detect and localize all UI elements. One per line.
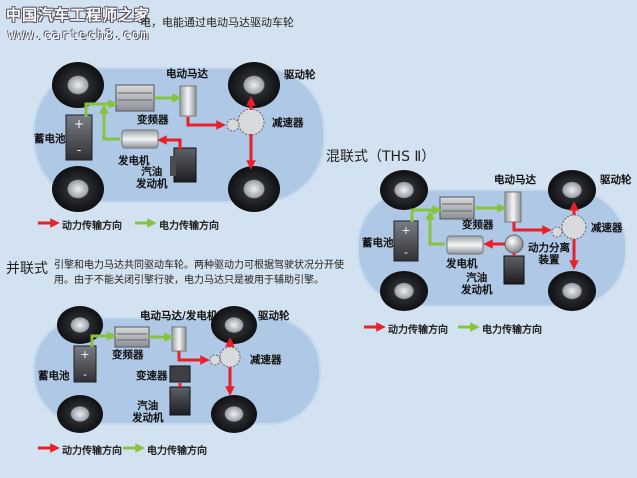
wheel-rear-left bbox=[380, 271, 428, 311]
legend-electric-direction: 电力传输方向 bbox=[482, 325, 542, 336]
drive-wheel-right-top bbox=[211, 306, 257, 344]
wheel-front-left bbox=[57, 306, 103, 344]
label-gasoline-engine: 汽油 发动机 bbox=[136, 166, 168, 190]
transmission bbox=[169, 365, 191, 383]
electric-flow bbox=[90, 331, 174, 347]
series-parallel-heading: 混联式（THS Ⅱ） bbox=[326, 149, 436, 165]
wheel-rear-left bbox=[57, 395, 103, 433]
legend-power-direction: 动力传输方向 bbox=[388, 325, 448, 336]
label-drive-wheel: 驱动轮 bbox=[284, 69, 316, 81]
drive-wheel-right-bottom bbox=[548, 271, 596, 311]
power-flow bbox=[483, 201, 579, 270]
electric-motor bbox=[179, 85, 197, 117]
wheel-rear-left bbox=[52, 166, 104, 212]
svg-text:-: - bbox=[404, 246, 408, 259]
legend-power-direction: 动力传输方向 bbox=[62, 221, 122, 232]
label-reducer: 减速器 bbox=[250, 354, 282, 366]
power-split-device bbox=[504, 234, 524, 254]
svg-text:+: + bbox=[401, 224, 410, 237]
label-generator: 发电机 bbox=[446, 258, 478, 270]
label-reducer: 减速器 bbox=[272, 117, 304, 129]
label-transmission: 变速器 bbox=[136, 370, 168, 382]
label-inverter: 变频器 bbox=[112, 349, 144, 361]
power-flow bbox=[177, 337, 235, 396]
inverter bbox=[439, 196, 475, 220]
drive-wheel-right-bottom bbox=[228, 166, 280, 212]
label-drive-wheel: 驱动轮 bbox=[258, 310, 290, 322]
label-drive-wheel: 驱动轮 bbox=[600, 174, 632, 186]
electric-flow bbox=[84, 93, 182, 141]
label-power-split-device: 动力分离 装置 bbox=[528, 242, 570, 266]
svg-text:+: + bbox=[80, 348, 89, 361]
wheel-front-left bbox=[52, 62, 104, 108]
battery: + - bbox=[65, 114, 93, 161]
battery: + - bbox=[73, 345, 97, 383]
legend-power-direction: 动力传输方向 bbox=[62, 446, 122, 457]
gasoline-engine bbox=[170, 147, 197, 183]
parallel-diagram: + - bbox=[33, 306, 321, 453]
battery: + - bbox=[393, 220, 419, 262]
inverter bbox=[115, 84, 155, 112]
label-battery: 蓄电池 bbox=[38, 370, 70, 382]
watermark-site-name: 中国汽车工程师之家 bbox=[6, 6, 151, 24]
drive-wheel-right-top bbox=[228, 62, 280, 108]
drive-wheel-right-bottom bbox=[211, 395, 257, 433]
label-electric-motor: 电动马达 bbox=[166, 68, 208, 80]
watermark-url: www.cartech8.com bbox=[8, 28, 150, 43]
reducer bbox=[209, 346, 241, 368]
drive-wheel-right-top bbox=[548, 170, 596, 210]
label-gasoline-engine: 汽油 发动机 bbox=[461, 272, 493, 296]
label-battery: 蓄电池 bbox=[34, 133, 66, 145]
label-reducer: 减速器 bbox=[591, 222, 623, 234]
label-gasoline-engine: 汽油 发动机 bbox=[132, 400, 164, 424]
power-flow bbox=[157, 96, 256, 170]
label-generator: 发电机 bbox=[118, 155, 150, 167]
label-battery: 蓄电池 bbox=[362, 237, 394, 249]
legend-electric-direction: 电力传输方向 bbox=[147, 446, 207, 457]
parallel-heading: 并联式 bbox=[6, 261, 48, 277]
gasoline-engine bbox=[503, 255, 525, 285]
label-motor-generator: 电动马达/发电机 bbox=[140, 310, 218, 322]
legend-electric-direction: 电力传输方向 bbox=[159, 221, 219, 232]
generator bbox=[121, 129, 159, 149]
electric-motor bbox=[504, 191, 522, 223]
motor-generator bbox=[171, 326, 187, 352]
inverter bbox=[114, 326, 150, 348]
svg-text:-: - bbox=[83, 368, 87, 381]
svg-text:-: - bbox=[77, 143, 81, 157]
series-intro-text: 电，电能通过电动马达驱动车轮 bbox=[140, 16, 294, 29]
electric-flow bbox=[410, 203, 507, 246]
parallel-description: 引擎和电力马达共同驱动车轮。两种驱动力可根据驾驶状况分开使用。由于不能关闭引擎行… bbox=[54, 260, 344, 286]
series-diagram: + - bbox=[33, 62, 325, 228]
generator bbox=[446, 235, 484, 255]
label-inverter: 变频器 bbox=[137, 114, 169, 126]
label-inverter: 变频器 bbox=[462, 219, 494, 231]
wheel-front-left bbox=[380, 170, 428, 210]
gasoline-engine bbox=[169, 386, 191, 416]
series-parallel-diagram: + - bbox=[357, 170, 627, 332]
label-electric-motor: 电动马达 bbox=[494, 174, 536, 186]
svg-text:+: + bbox=[74, 117, 84, 131]
